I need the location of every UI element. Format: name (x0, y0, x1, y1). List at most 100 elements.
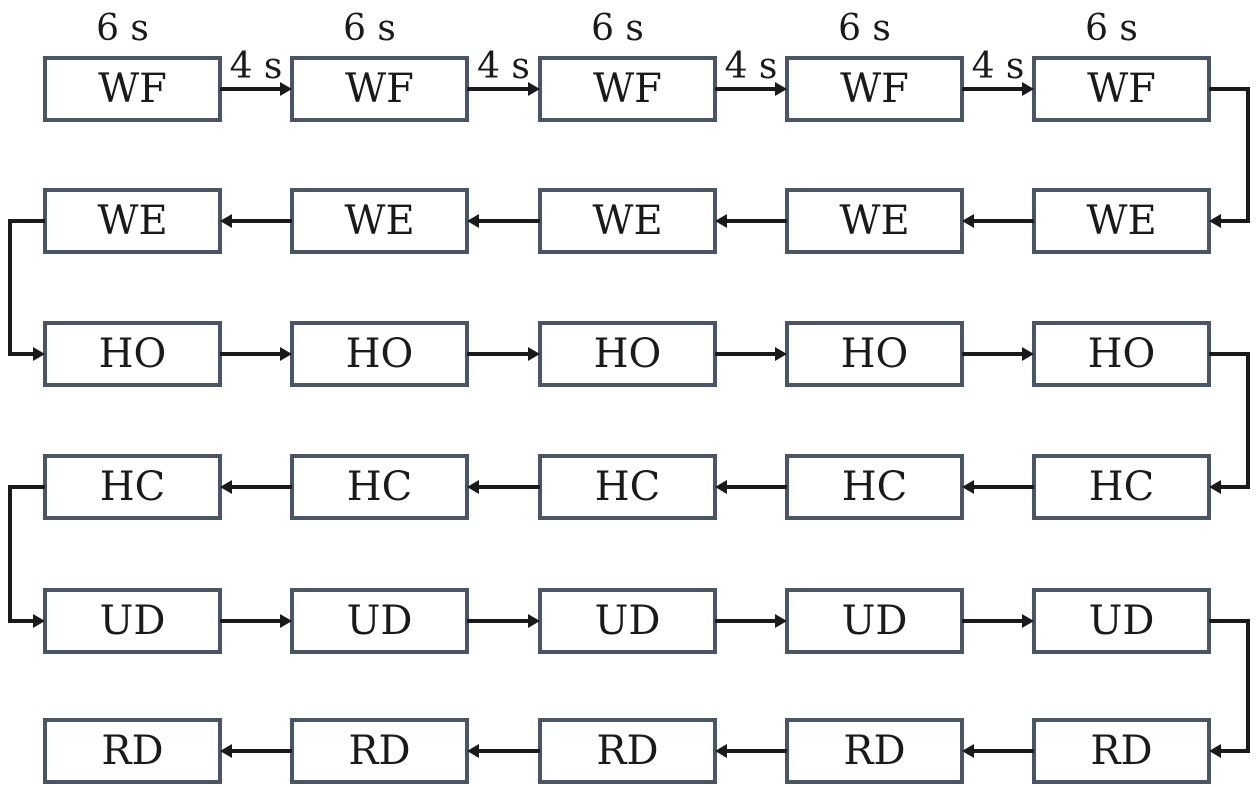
step-box-border (1032, 454, 1211, 520)
step-box-label: WE (839, 198, 909, 244)
step-box-hc: HC (538, 454, 717, 520)
arrow-head-icon (33, 614, 45, 628)
step-box-label: HC (347, 464, 413, 510)
arrow-head-icon (962, 744, 974, 758)
arrow-head-icon (280, 614, 292, 628)
step-box-border (785, 718, 964, 784)
step-box-we: WE (1032, 188, 1211, 254)
step-box-rd: RD (1032, 718, 1211, 784)
row-connector-line (1209, 619, 1250, 753)
step-box-label: UD (347, 598, 413, 644)
arrow-head-icon (775, 614, 787, 628)
box-duration-label: 6 s (838, 8, 891, 49)
arrow-head-icon (715, 744, 727, 758)
arrow-head-icon (1022, 347, 1034, 361)
gap-duration-label: 4 s (477, 46, 530, 87)
row-connector-line (8, 485, 45, 623)
step-box-rd: RD (785, 718, 964, 784)
step-box-border (43, 56, 222, 122)
arrow-head-icon (467, 214, 479, 228)
arrow-head-icon (467, 480, 479, 494)
gap-duration-label: 4 s (725, 46, 778, 87)
step-box-label: HO (1088, 331, 1156, 377)
step-box-we: WE (290, 188, 469, 254)
step-box-hc: HC (1032, 454, 1211, 520)
step-box-label: RD (348, 728, 410, 774)
step-box-ud: UD (785, 588, 964, 654)
step-box-label: WF (98, 66, 167, 112)
step-box-hc: HC (785, 454, 964, 520)
arrow-head-icon (715, 480, 727, 494)
step-box-label: HO (594, 331, 662, 377)
step-box-label: WE (344, 198, 414, 244)
gap-duration-label: 4 s (972, 46, 1025, 87)
step-box-label: RD (596, 728, 658, 774)
step-box-border (785, 321, 964, 387)
step-box-rd: RD (290, 718, 469, 784)
step-box-wf: WF (290, 56, 469, 122)
step-box-ho: HO (43, 321, 222, 387)
step-box-label: HO (99, 331, 167, 377)
step-box-label: RD (1090, 728, 1152, 774)
step-box-border (290, 56, 469, 122)
step-box-wf: WF (538, 56, 717, 122)
step-box-label: WF (345, 66, 414, 112)
arrow-head-icon (1209, 744, 1221, 758)
arrow-head-icon (220, 480, 232, 494)
arrow-head-icon (467, 744, 479, 758)
step-box-label: UD (842, 598, 908, 644)
step-box-wf: WF (1032, 56, 1211, 122)
step-box-border (538, 588, 717, 654)
step-box-border (538, 718, 717, 784)
step-box-ud: UD (43, 588, 222, 654)
step-box-label: UD (1089, 598, 1155, 644)
step-box-ud: UD (290, 588, 469, 654)
step-box-border (538, 56, 717, 122)
row-connector-line (1209, 352, 1250, 489)
box-duration-label: 6 s (96, 8, 149, 49)
arrow-head-icon (280, 82, 292, 96)
step-box-label: HC (595, 464, 661, 510)
arrow-head-icon (528, 347, 540, 361)
step-box-hc: HC (43, 454, 222, 520)
step-box-label: HO (841, 331, 909, 377)
step-box-border (1032, 56, 1211, 122)
step-box-hc: HC (290, 454, 469, 520)
step-box-label: WE (592, 198, 662, 244)
step-box-label: UD (595, 598, 661, 644)
step-box-label: HC (1089, 464, 1155, 510)
arrow-head-icon (1209, 480, 1221, 494)
step-box-label: WF (840, 66, 909, 112)
step-box-rd: RD (538, 718, 717, 784)
box-duration-label: 6 s (1085, 8, 1138, 49)
arrow-head-icon (1022, 614, 1034, 628)
step-box-wf: WF (785, 56, 964, 122)
step-box-wf: WF (43, 56, 222, 122)
step-box-label: WF (593, 66, 662, 112)
arrow-head-icon (280, 347, 292, 361)
step-box-label: HO (346, 331, 414, 377)
arrow-head-icon (715, 214, 727, 228)
arrow-head-icon (1209, 214, 1221, 228)
step-box-label: RD (101, 728, 163, 774)
step-box-border (538, 321, 717, 387)
step-box-label: WE (97, 198, 167, 244)
step-box-label: WF (1087, 66, 1156, 112)
step-box-label: HC (842, 464, 908, 510)
step-box-ud: UD (1032, 588, 1211, 654)
step-box-ud: UD (538, 588, 717, 654)
arrow-head-icon (220, 214, 232, 228)
step-box-we: WE (785, 188, 964, 254)
arrow-head-icon (1022, 82, 1034, 96)
step-box-we: WE (43, 188, 222, 254)
step-box-border (290, 588, 469, 654)
arrow-head-icon (962, 214, 974, 228)
arrow-head-icon (33, 347, 45, 361)
step-box-border (290, 321, 469, 387)
gap-duration-label: 4 s (230, 46, 283, 87)
arrow-head-icon (962, 480, 974, 494)
arrow-head-icon (528, 614, 540, 628)
arrow-head-icon (220, 744, 232, 758)
step-box-ho: HO (1032, 321, 1211, 387)
